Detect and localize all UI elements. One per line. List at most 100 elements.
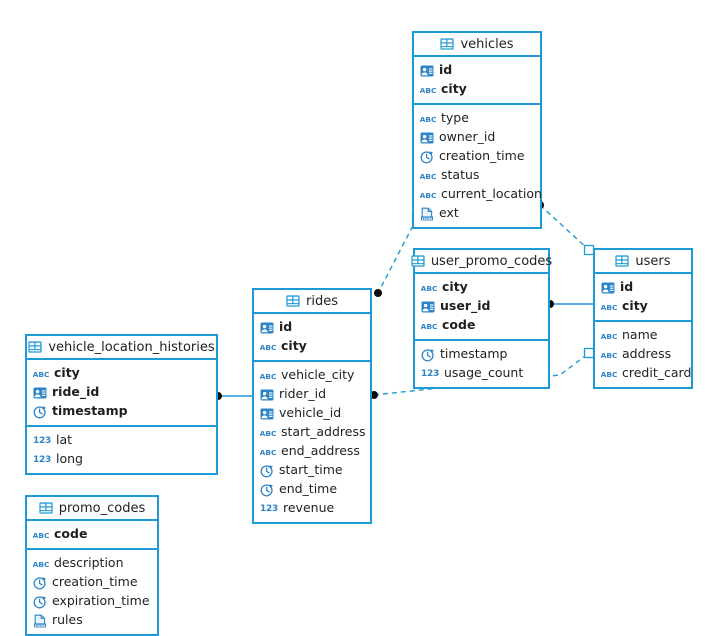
table-icon bbox=[440, 38, 455, 50]
column-row[interactable]: 123 revenue bbox=[254, 499, 370, 518]
column-name: name bbox=[622, 327, 658, 343]
column-row-primary-key[interactable]: id bbox=[595, 278, 691, 297]
svg-text:ABC: ABC bbox=[421, 322, 437, 331]
relationship-rel-upc-users[interactable] bbox=[546, 300, 593, 308]
relationship-rel-vehicles-users[interactable] bbox=[536, 201, 595, 256]
table-header-promo_codes[interactable]: promo_codes bbox=[27, 497, 157, 521]
number-icon: 123 bbox=[33, 435, 51, 446]
column-row-primary-key[interactable]: id bbox=[414, 61, 540, 80]
svg-text:ABC: ABC bbox=[420, 172, 436, 181]
column-row-primary-key[interactable]: ABC city bbox=[414, 80, 540, 99]
column-row-primary-key[interactable]: user_id bbox=[415, 297, 548, 316]
svg-text:ABC: ABC bbox=[33, 370, 49, 379]
column-name: creation_time bbox=[439, 148, 525, 164]
column-row[interactable]: ABC description bbox=[27, 554, 157, 573]
abc-icon: ABC bbox=[420, 169, 436, 183]
column-name: expiration_time bbox=[52, 593, 150, 609]
table-icon bbox=[615, 255, 630, 267]
column-row-primary-key[interactable]: ride_id bbox=[27, 383, 216, 402]
table-icon bbox=[39, 502, 53, 514]
column-row[interactable]: owner_id bbox=[414, 128, 540, 147]
clock-icon bbox=[33, 405, 47, 419]
column-row[interactable]: creation_time bbox=[27, 573, 157, 592]
column-name: credit_card bbox=[622, 365, 692, 381]
abc-icon: ABC bbox=[420, 112, 436, 126]
relationship-rel-vlh-rides[interactable] bbox=[214, 392, 252, 400]
json-icon: JSON bbox=[33, 614, 47, 628]
column-name: ext bbox=[439, 205, 459, 221]
id-card-icon bbox=[260, 407, 274, 421]
column-row[interactable]: start_time bbox=[254, 461, 370, 480]
table-header-vehicles[interactable]: vehicles bbox=[414, 33, 540, 57]
column-name: description bbox=[54, 555, 124, 571]
table-title: user_promo_codes bbox=[430, 253, 553, 269]
column-row[interactable]: ABC status bbox=[414, 166, 540, 185]
clock-icon bbox=[260, 464, 274, 478]
column-row[interactable]: rider_id bbox=[254, 385, 370, 404]
table-icon bbox=[28, 341, 42, 353]
svg-text:ABC: ABC bbox=[420, 191, 436, 200]
table-header-users[interactable]: users bbox=[595, 250, 691, 274]
column-row-primary-key[interactable]: timestamp bbox=[27, 402, 216, 421]
clock-icon bbox=[33, 576, 47, 590]
column-name: usage_count bbox=[444, 365, 524, 381]
svg-text:ABC: ABC bbox=[260, 372, 276, 381]
column-row[interactable]: vehicle_id bbox=[254, 404, 370, 423]
column-name: vehicle_id bbox=[279, 405, 342, 421]
column-name: revenue bbox=[283, 500, 335, 516]
table-header-user_promo_codes[interactable]: user_promo_codes bbox=[411, 250, 552, 274]
column-row[interactable]: expiration_time bbox=[27, 592, 157, 611]
column-row[interactable]: ABC name bbox=[595, 326, 691, 345]
clock-icon bbox=[33, 595, 47, 609]
column-row[interactable]: end_time bbox=[254, 480, 370, 499]
column-name: start_time bbox=[279, 462, 343, 478]
column-row-primary-key[interactable]: id bbox=[254, 318, 370, 337]
column-name: rider_id bbox=[279, 386, 327, 402]
column-row[interactable]: creation_time bbox=[414, 147, 540, 166]
svg-text:ABC: ABC bbox=[601, 332, 617, 341]
column-name: status bbox=[441, 167, 480, 183]
number-icon: 123 bbox=[260, 503, 278, 514]
column-row[interactable]: timestamp bbox=[415, 345, 548, 364]
abc-icon: ABC bbox=[260, 445, 276, 459]
column-name: city bbox=[441, 81, 467, 97]
svg-text:JSON: JSON bbox=[421, 216, 432, 220]
table-header-vehicle_location_histories[interactable]: vehicle_location_histories bbox=[27, 336, 216, 360]
column-name: city bbox=[442, 279, 468, 295]
abc-icon: ABC bbox=[33, 557, 49, 571]
column-name: code bbox=[54, 526, 88, 542]
table-header-rides[interactable]: rides bbox=[254, 290, 370, 314]
column-row[interactable]: JSON ext bbox=[414, 204, 540, 223]
column-name: city bbox=[281, 338, 307, 354]
abc-icon: ABC bbox=[33, 367, 49, 381]
svg-text:ABC: ABC bbox=[33, 560, 49, 569]
svg-text:ABC: ABC bbox=[420, 115, 436, 124]
abc-icon: ABC bbox=[420, 83, 436, 97]
